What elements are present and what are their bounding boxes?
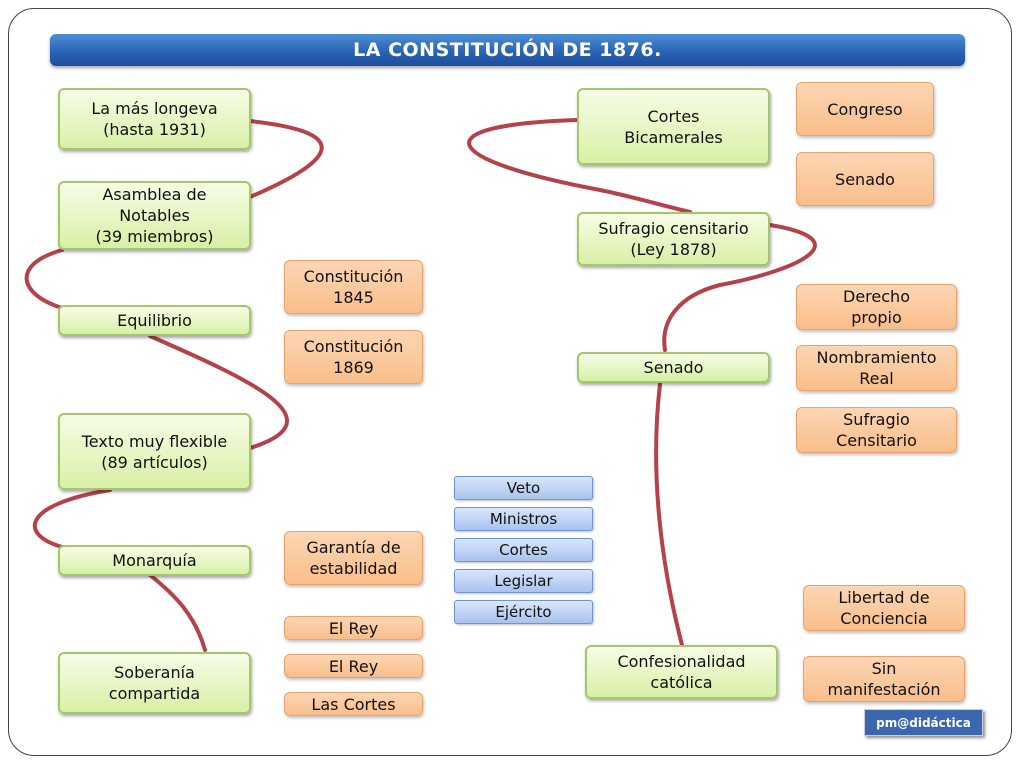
power-item: Cortes [454,538,593,562]
connector-asamblea-equilibrio [24,248,64,310]
node-constitucion-1845: Constitución 1845 [284,260,423,314]
node-equilibrio: Equilibrio [58,305,251,336]
connector-bicamerales-sufragio [467,118,692,214]
connector-sufragio-senado [662,223,817,352]
connector-monarquia-soberania [148,573,207,652]
node-la-mas-longeva: La más longeva (hasta 1931) [58,88,251,150]
power-item: Ministros [454,507,593,531]
node-confesionalidad-catolica: Confesionalidad católica [585,645,778,699]
node-senado: Senado [577,352,770,383]
connector-equilibrio-flexible [148,334,289,450]
author-badge: pm@didáctica [864,709,983,736]
node-nombramiento-real: Nombramiento Real [796,345,957,391]
connector-senado-confesionalidad [654,382,684,647]
connector-longeva-asamblea [248,119,324,199]
node-texto-flexible: Texto muy flexible (89 artículos) [58,413,251,490]
connector-flexible-monarquia [32,488,112,549]
node-monarquia: Monarquía [58,545,251,576]
node-libertad-conciencia: Libertad de Conciencia [803,585,965,631]
node-el-rey-1: El Rey [284,616,423,640]
node-sufragio-censitario-side: Sufragio Censitario [796,407,957,453]
node-derecho-propio: Derecho propio [796,284,957,330]
page-title: LA CONSTITUCIÓN DE 1876. [50,34,965,66]
node-senado-side: Senado [796,152,934,206]
node-garantia-estabilidad: Garantía de estabilidad [284,531,423,585]
node-cortes-bicamerales: Cortes Bicamerales [577,88,770,165]
power-item: Legislar [454,569,593,593]
node-congreso: Congreso [796,82,934,136]
node-constitucion-1869: Constitución 1869 [284,330,423,384]
node-asamblea-notables: Asamblea de Notables (39 miembros) [58,181,251,250]
node-las-cortes: Las Cortes [284,692,423,716]
power-item: Ejército [454,600,593,624]
power-item: Veto [454,476,593,500]
node-soberania-compartida: Soberanía compartida [58,652,251,714]
node-sufragio-censitario: Sufragio censitario (Ley 1878) [577,212,770,266]
node-el-rey-2: El Rey [284,654,423,678]
node-sin-manifestacion: Sin manifestación [803,656,965,702]
